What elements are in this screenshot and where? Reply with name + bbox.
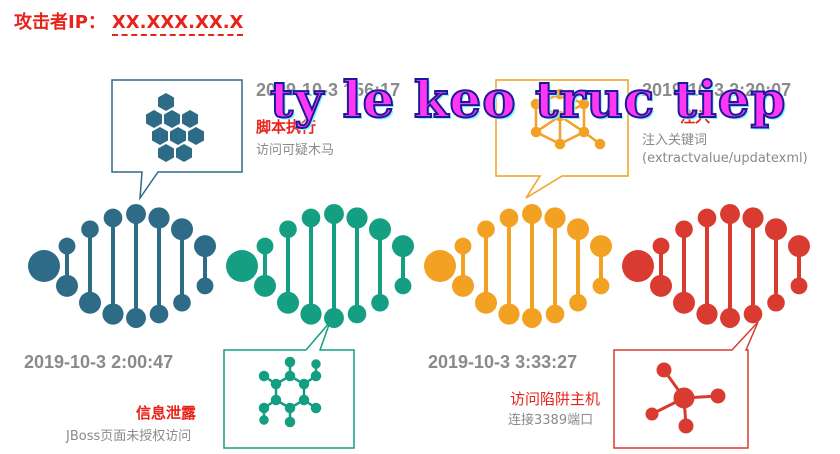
helix-bottom-node xyxy=(277,291,299,314)
helix-end-node xyxy=(424,250,456,282)
helix-top-node xyxy=(765,218,787,241)
event-desc-trap-host: 连接3389端口 xyxy=(508,413,594,428)
helix-top-node xyxy=(58,237,76,255)
helix-bottom-node xyxy=(592,277,610,295)
helix-bottom-node xyxy=(545,304,565,324)
cube-network-icon xyxy=(530,88,606,150)
helix-bottom-node xyxy=(196,277,214,295)
event-desc-info-leak: JBoss页面未授权访问 xyxy=(66,429,192,444)
helix-top-node xyxy=(346,207,368,229)
helix-bottom-node xyxy=(394,277,412,295)
helix-bottom-node xyxy=(149,304,169,324)
helix-bottom-node xyxy=(498,303,520,325)
helix-top-node xyxy=(279,220,297,239)
callout-box-info-leak xyxy=(223,321,355,449)
helix-top-node xyxy=(194,235,216,258)
helix-bottom-node xyxy=(673,291,695,314)
helix-bottom-node xyxy=(173,293,191,312)
helix-top-node xyxy=(499,208,519,228)
event-title-trap-host: 访问陷阱主机 xyxy=(510,390,601,408)
event-time-info-leak: 2019-10-3 2:00:47 xyxy=(24,352,174,372)
helix-bottom-node xyxy=(767,293,785,312)
helix-top-node xyxy=(522,204,542,224)
attacker-ip-value: XX.XXX.XX.X xyxy=(111,12,244,36)
helix-bottom-node xyxy=(569,293,587,312)
helix-top-node xyxy=(720,204,740,224)
helix-top-node xyxy=(171,218,193,241)
event-desc-script: 访问可疑木马 xyxy=(256,143,335,158)
helix-bottom-node xyxy=(347,304,367,324)
event-time-trap-host: 2019-10-3 3:33:27 xyxy=(428,352,578,372)
helix-top-node xyxy=(788,235,810,258)
attacker-ip-label: 攻击者IP： xyxy=(14,12,106,33)
helix-bottom-node xyxy=(324,308,344,328)
helix-top-node xyxy=(675,220,693,239)
molecule-network-icon xyxy=(258,356,322,428)
helix-top-node xyxy=(81,220,99,239)
helix-top-node xyxy=(454,237,472,255)
helix-bottom-node xyxy=(300,303,322,325)
helix-top-node xyxy=(324,204,344,224)
helix-top-node xyxy=(544,207,566,229)
helix-top-node xyxy=(256,237,274,255)
helix-top-node xyxy=(742,207,764,229)
helix-bottom-node xyxy=(254,274,276,297)
helix-top-node xyxy=(126,204,146,224)
helix-bottom-node xyxy=(79,291,101,314)
helix-bottom-node xyxy=(102,303,124,325)
helix-bottom-node xyxy=(790,277,808,295)
helix-top-node xyxy=(590,235,612,258)
callout-box-injection xyxy=(495,79,629,199)
helix-bottom-node xyxy=(720,308,740,328)
node-graph-icon xyxy=(645,362,726,434)
helix-end-node xyxy=(28,250,60,282)
helix-top-node xyxy=(301,208,321,228)
event-time-script: 2019-10-3 ?56:17 xyxy=(256,80,401,100)
helix-bottom-node xyxy=(696,303,718,325)
helix-top-node xyxy=(369,218,391,241)
watermark-overlay-text: ty le keo truc tiep xyxy=(269,69,787,130)
event-title-script: 脚本执行 xyxy=(256,118,317,136)
helix-bottom-node xyxy=(56,274,78,297)
event-desc-injection: 注入关键词 xyxy=(642,133,708,148)
helix-top-node xyxy=(477,220,495,239)
helix-end-node xyxy=(622,250,654,282)
helix-top-node xyxy=(652,237,670,255)
helix-bottom-node xyxy=(522,308,542,328)
helix-top-node xyxy=(697,208,717,228)
helix-bottom-node xyxy=(650,274,672,297)
hexagon-cluster-icon xyxy=(146,93,204,162)
helix-top-node xyxy=(567,218,589,241)
helix-top-node xyxy=(148,207,170,229)
event-time-injection: 2019-10-3 2:20:07 xyxy=(642,80,792,100)
helix-bottom-node xyxy=(126,308,146,328)
event-desc-injection-detail: (extractvalue/updatexml) xyxy=(642,151,808,166)
helix-end-node xyxy=(226,250,258,282)
attacker-ip-header: 攻击者IP：XX.XXX.XX.X xyxy=(14,8,244,36)
event-title-info-leak: 信息泄露 xyxy=(136,404,197,422)
helix-top-node xyxy=(103,208,123,228)
helix-bottom-node xyxy=(743,304,763,324)
helix-bottom-node xyxy=(371,293,389,312)
helix-bottom-node xyxy=(452,274,474,297)
event-title-injection: 注入 xyxy=(680,108,711,126)
helix-bottom-node xyxy=(475,291,497,314)
helix-top-node xyxy=(392,235,414,258)
